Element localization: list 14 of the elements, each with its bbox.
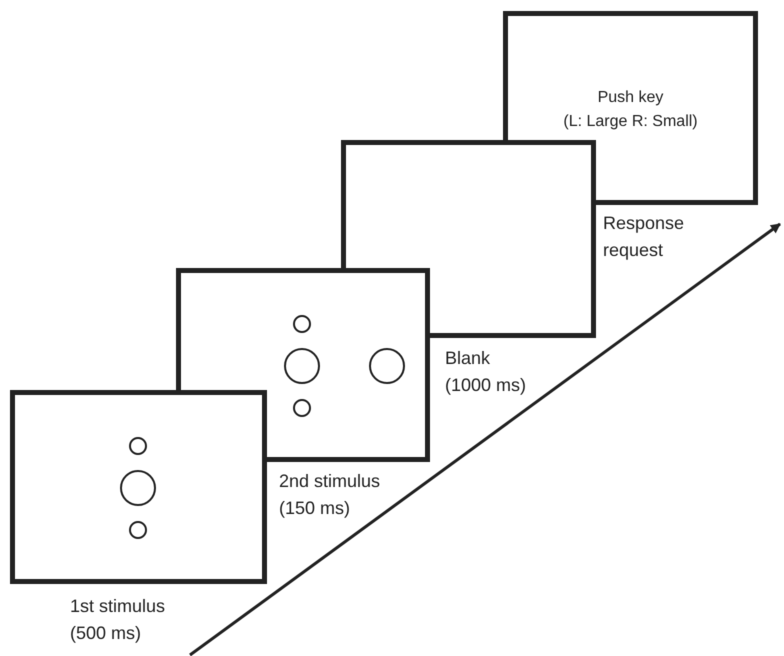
instruction-text: Push key bbox=[598, 88, 664, 108]
stimulus-circle bbox=[129, 521, 147, 539]
screen-frame bbox=[10, 390, 267, 584]
screen-caption: 2nd stimulus (150 ms) bbox=[279, 470, 382, 520]
key-mapping-text: (L: Large R: Small) bbox=[563, 112, 698, 132]
stimulus-circle bbox=[293, 399, 311, 417]
screen-caption: Response request bbox=[603, 212, 686, 262]
screen-caption: 1st stimulus (500 ms) bbox=[70, 595, 166, 645]
stimulus-circle bbox=[120, 470, 156, 506]
screen-caption: Blank (1000 ms) bbox=[445, 347, 528, 397]
stimulus-circle bbox=[129, 437, 147, 455]
stimulus-circle bbox=[369, 348, 405, 384]
stimulus-circle bbox=[284, 348, 320, 384]
stimulus-circle bbox=[293, 315, 311, 333]
